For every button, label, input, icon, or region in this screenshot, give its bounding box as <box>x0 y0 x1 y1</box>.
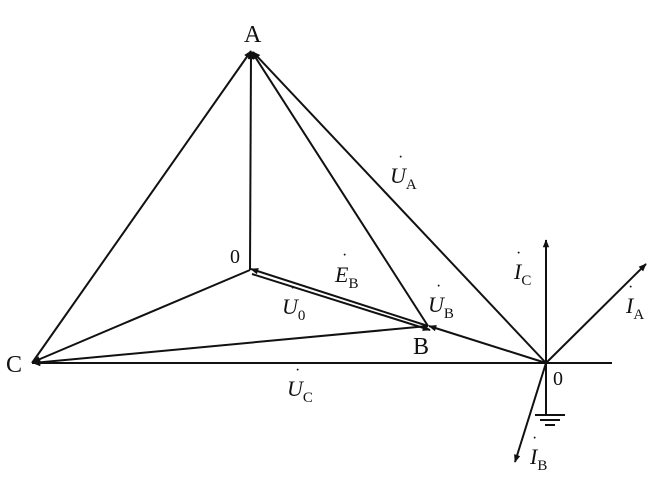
label-IA: IA <box>625 293 644 323</box>
vector-EB <box>251 273 431 331</box>
vector-U0 <box>250 268 429 327</box>
dot-IA: · <box>628 279 633 296</box>
dot-IC: · <box>516 245 521 262</box>
line-0-to-A <box>247 51 255 271</box>
label-IB: IB <box>529 444 547 474</box>
dot-UB: · <box>436 278 441 295</box>
dot-U0: · <box>290 280 295 297</box>
vector-UB <box>428 325 547 364</box>
label-UA: UA <box>390 163 417 193</box>
label-IC: IC <box>513 259 531 289</box>
dot-IB: · <box>532 430 537 447</box>
label-UB: UB <box>428 292 454 322</box>
dot-EB: · <box>342 247 347 264</box>
label-UC: UC <box>287 376 313 406</box>
point-C-label: C <box>6 352 22 378</box>
vector-IA <box>545 263 647 364</box>
dot-UA: · <box>398 149 403 166</box>
point-A-label: A <box>244 22 262 48</box>
vector-UA <box>252 51 547 364</box>
line-B-to-C <box>32 325 429 366</box>
label-U0: U0 <box>282 294 305 324</box>
neutral-zero-label: 0 <box>230 246 240 268</box>
dot-UC: · <box>295 362 300 379</box>
point-B-label: B <box>413 334 429 360</box>
ground-zero-label: 0 <box>553 368 563 390</box>
line-0-to-C <box>32 269 251 363</box>
label-EB: EB <box>334 262 358 292</box>
vector-IB <box>514 362 547 463</box>
line-B-to-A <box>251 51 429 327</box>
line-C-to-A <box>31 50 252 364</box>
